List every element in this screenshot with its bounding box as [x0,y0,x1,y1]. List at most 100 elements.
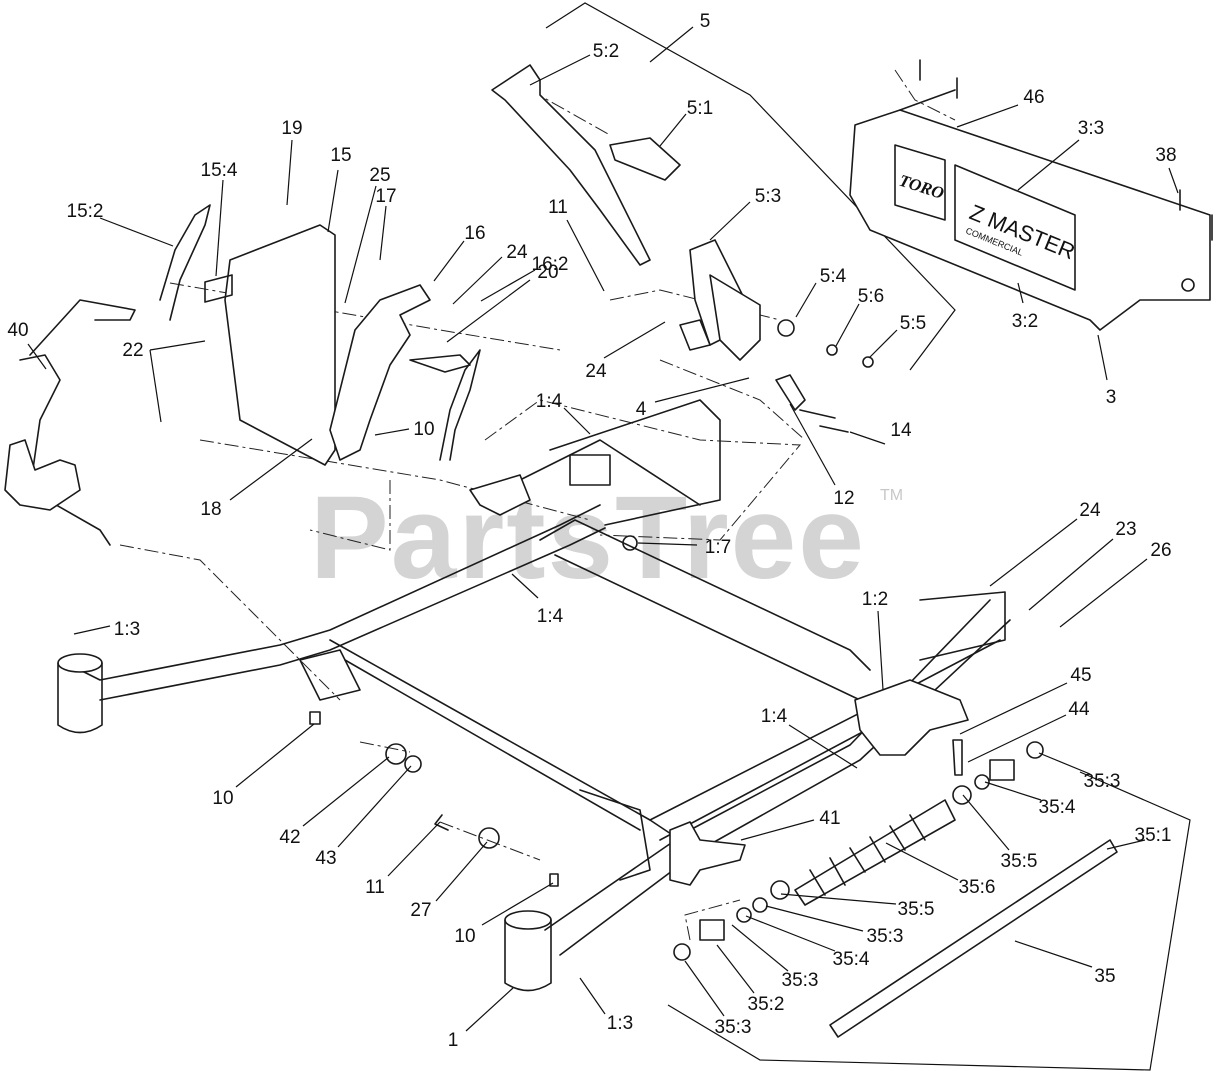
leader-line [745,915,836,952]
callout-20: 20 [446,262,559,343]
callout-label: 5:4 [820,266,847,287]
callout-5-6: 5:6 [835,286,884,347]
leader-line [337,765,412,848]
leader-line [731,924,789,972]
callout-label: 3 [1106,387,1117,408]
callout-35-2: 35:2 [716,944,785,1015]
callout-label: 25 [369,165,390,186]
callout-label: 18 [200,499,221,520]
callout-22: 22 [122,340,206,423]
leader-line [956,104,1019,128]
callout-44: 44 [967,699,1090,763]
callout-label: 1:3 [607,1013,633,1034]
callout-40: 40 [7,320,47,370]
frame [59,399,1011,956]
leader-line [709,201,751,241]
callout-label: 15:2 [67,201,104,222]
leader-line [795,282,817,318]
callout-1-4: 1:4 [536,391,591,435]
callout-25: 25 [344,165,391,304]
callout-24: 24 [452,242,528,305]
callout-label: 26 [1150,540,1171,561]
callout-label: 35:3 [715,1017,752,1038]
leader-line [989,518,1078,587]
callout-38: 38 [1155,145,1179,194]
callout-label: 1:4 [761,706,788,727]
callout-label: 35:2 [748,994,785,1015]
leader-line [27,343,47,370]
leader-line [529,54,591,86]
callout-label: 4 [636,399,647,420]
group-brackets [545,2,1191,1071]
callout-1-3: 1:3 [73,619,140,640]
leader-line [481,882,554,926]
leader-line [1014,940,1093,968]
callout-label: 35:4 [1039,797,1076,818]
callout-5-3: 5:3 [709,186,781,241]
callout-24: 24 [989,500,1101,587]
callout-label: 1:3 [114,619,140,640]
callout-10: 10 [374,419,435,440]
callout-10: 10 [212,723,315,809]
callout-label: 23 [1115,519,1136,540]
console-panel: TORO Z MASTER COMMERCIAL [849,59,1213,331]
callout-label: 16:2 [532,254,569,275]
callout-35-3: 35:3 [731,924,818,991]
callout-label: 5:5 [900,313,926,334]
leader-line [603,321,666,359]
callout-19: 19 [281,118,303,206]
callout-10: 10 [454,882,554,947]
leader-line [1038,752,1091,775]
callout-label: 45 [1070,665,1091,686]
callout-label: 27 [410,900,431,921]
callout-14: 14 [849,420,912,445]
callout-label: 41 [819,808,840,829]
control-lever [491,64,874,433]
callout-label: 35:5 [1001,851,1038,872]
callout-1-4: 1:4 [761,706,858,769]
control-plates [159,204,481,466]
callout-3: 3 [1097,334,1117,408]
watermark-trademark: TM [880,487,903,504]
callout-label: 10 [413,419,434,440]
callout-label: 5:3 [755,186,781,207]
callout-label: 35:5 [898,899,935,920]
leader-line [511,573,539,599]
leader-line [344,185,377,304]
callout-label: 1 [448,1030,459,1051]
callout-26: 26 [1059,540,1172,628]
callout-label: 3:2 [1012,311,1038,332]
callout-35-6: 35:6 [885,842,995,898]
leader-line [433,240,465,282]
callout-35-3: 35:3 [765,905,904,947]
callout-15-2: 15:2 [67,201,174,247]
callout-46: 46 [956,87,1045,128]
leader-line [740,819,815,841]
callout-label: 12 [833,488,854,509]
pivot-shaft [4,299,136,546]
caster-tubes [57,653,552,992]
callout-1: 1 [448,987,514,1051]
bracket-5 [545,2,956,371]
callout-5-5: 5:5 [868,313,926,359]
callout-18: 18 [200,438,313,520]
callout-label: 16 [464,223,485,244]
callout-label: 46 [1023,87,1044,108]
callout-label: 20 [537,262,558,283]
callout-35-4: 35:4 [745,915,870,970]
leader-line [446,279,531,343]
leader-line [480,269,536,302]
callout-label: 5 [700,11,711,32]
callout-42: 42 [279,756,390,848]
callout-41: 41 [740,808,841,841]
leader-line [235,723,315,788]
callout-label: 5:6 [858,286,884,307]
callout-label: 19 [281,118,302,139]
callout-17: 17 [375,186,397,261]
callout-35-1: 35:1 [1106,825,1171,850]
callout-43: 43 [315,765,412,869]
callout-23: 23 [1028,519,1137,611]
callout-label: 14 [890,420,912,441]
callout-label: 35:3 [867,926,904,947]
callout-35-5: 35:5 [780,893,935,920]
